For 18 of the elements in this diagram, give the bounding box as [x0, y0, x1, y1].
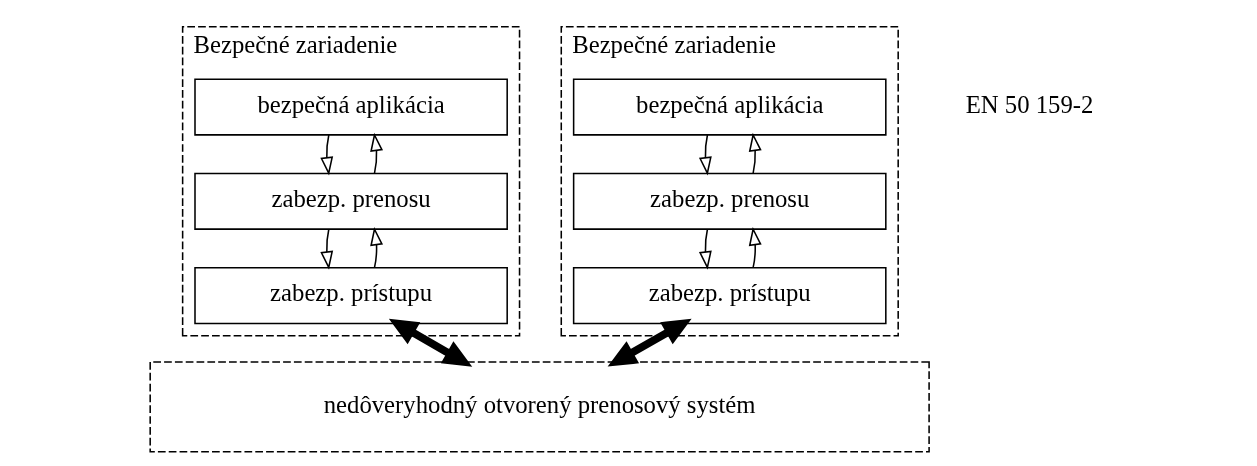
node-box: zabezp. prenosu: [194, 172, 508, 230]
arrow: [698, 228, 712, 270]
label: EN 50 159-2: [965, 90, 1094, 118]
arrow: [698, 134, 712, 176]
arrow: [388, 318, 473, 367]
node-box: bezpečná aplikácia: [572, 78, 887, 136]
arrow: [748, 132, 762, 174]
arrow: [607, 318, 692, 367]
node-box: zabezp. prístupu: [194, 267, 508, 325]
arrow: [320, 134, 334, 176]
node-box: zabezp. prístupu: [572, 267, 887, 325]
arrow: [748, 226, 762, 269]
node-box: nedôveryhodný otvorený prenosový systém: [149, 361, 930, 453]
arrow: [320, 228, 334, 270]
arrow: [370, 132, 384, 174]
node-box: bezpečná aplikácia: [194, 78, 508, 136]
arrow: [370, 226, 384, 269]
node-box: zabezp. prenosu: [572, 172, 887, 230]
